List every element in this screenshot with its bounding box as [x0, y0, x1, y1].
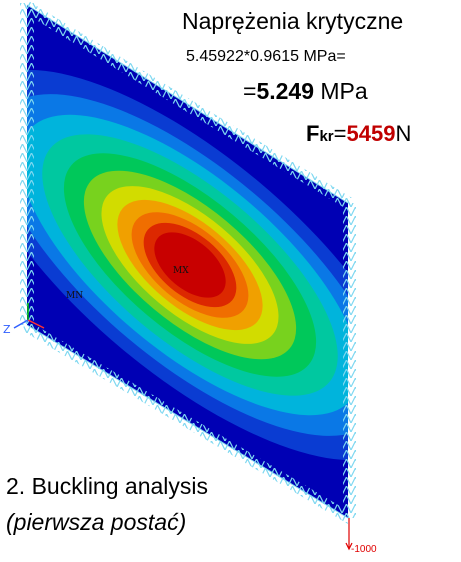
support-bottom	[23, 319, 350, 524]
force-equals: =	[333, 121, 347, 146]
force-symbol: F	[306, 121, 320, 146]
max-marker-label: MX	[173, 266, 189, 276]
mode-shape-label: (pierwsza postać)	[6, 509, 187, 535]
stress-contours	[27, 69, 348, 461]
svg-text:Z: Z	[3, 323, 11, 336]
result-line: =5.249 MPa	[243, 78, 368, 105]
load-arrow	[345, 518, 353, 551]
load-value-label: -1000	[351, 544, 377, 555]
analysis-label: 2. Buckling analysis	[6, 473, 208, 499]
title: Naprężenia krytyczne	[182, 8, 404, 34]
support-right	[343, 203, 356, 518]
coordinate-axes-icon: Z	[3, 303, 45, 336]
support-left	[20, 3, 34, 325]
result-value: 5.249	[256, 78, 314, 104]
support-top	[23, 0, 352, 210]
critical-force-line: Fkr=5459N	[306, 121, 411, 147]
result-unit: MPa	[314, 78, 368, 104]
boundary-supports	[20, 0, 356, 524]
force-value: 5459	[346, 121, 396, 146]
result-equals: =	[243, 78, 257, 104]
formula-line: 5.45922*0.9615 MPa=	[186, 48, 346, 65]
force-subscript: kr	[319, 128, 334, 145]
force-unit: N	[395, 121, 412, 146]
min-marker-label: MN	[66, 291, 84, 301]
contour-band	[154, 232, 226, 298]
